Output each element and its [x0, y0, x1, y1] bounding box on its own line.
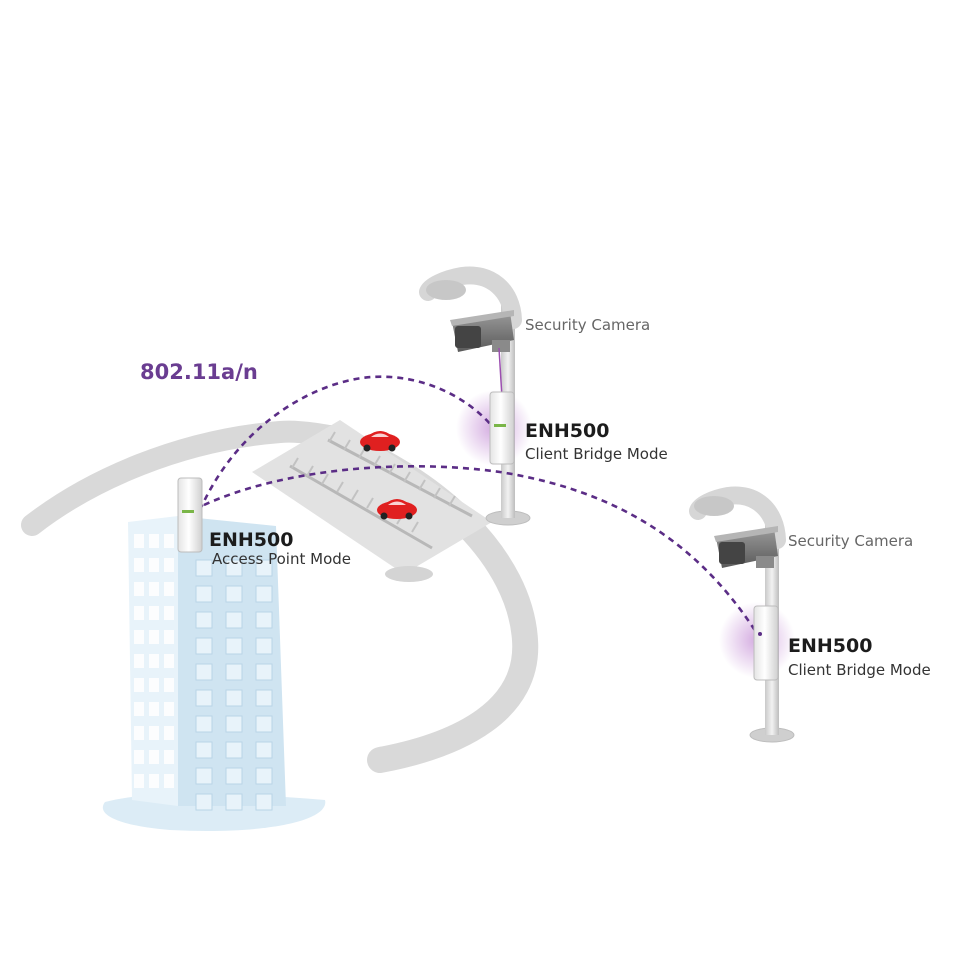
- client-1-model-label: ENH500: [525, 420, 610, 442]
- wireless-links: [198, 375, 758, 633]
- client-device-1: [489, 391, 515, 465]
- office-building: [102, 516, 326, 831]
- link-ap-to-client-2: [203, 464, 758, 633]
- ap-mode-label: Access Point Mode: [212, 550, 351, 568]
- security-camera-icon: [450, 310, 514, 399]
- camera-2-label: Security Camera: [788, 532, 914, 550]
- access-point-device: [177, 477, 203, 553]
- car-icon: [377, 499, 417, 520]
- client-device-2: [753, 605, 779, 681]
- protocol-label: 802.11a/n: [140, 360, 258, 384]
- client-2-mode-label: Client Bridge Mode: [788, 661, 931, 679]
- parking-lot: [252, 420, 492, 582]
- camera-1-label: Security Camera: [525, 316, 651, 334]
- car-icon: [360, 431, 400, 452]
- ap-model-label: ENH500: [209, 529, 294, 551]
- client-2-model-label: ENH500: [788, 635, 873, 657]
- security-camera-icon: [714, 526, 778, 568]
- client-1-mode-label: Client Bridge Mode: [525, 445, 668, 463]
